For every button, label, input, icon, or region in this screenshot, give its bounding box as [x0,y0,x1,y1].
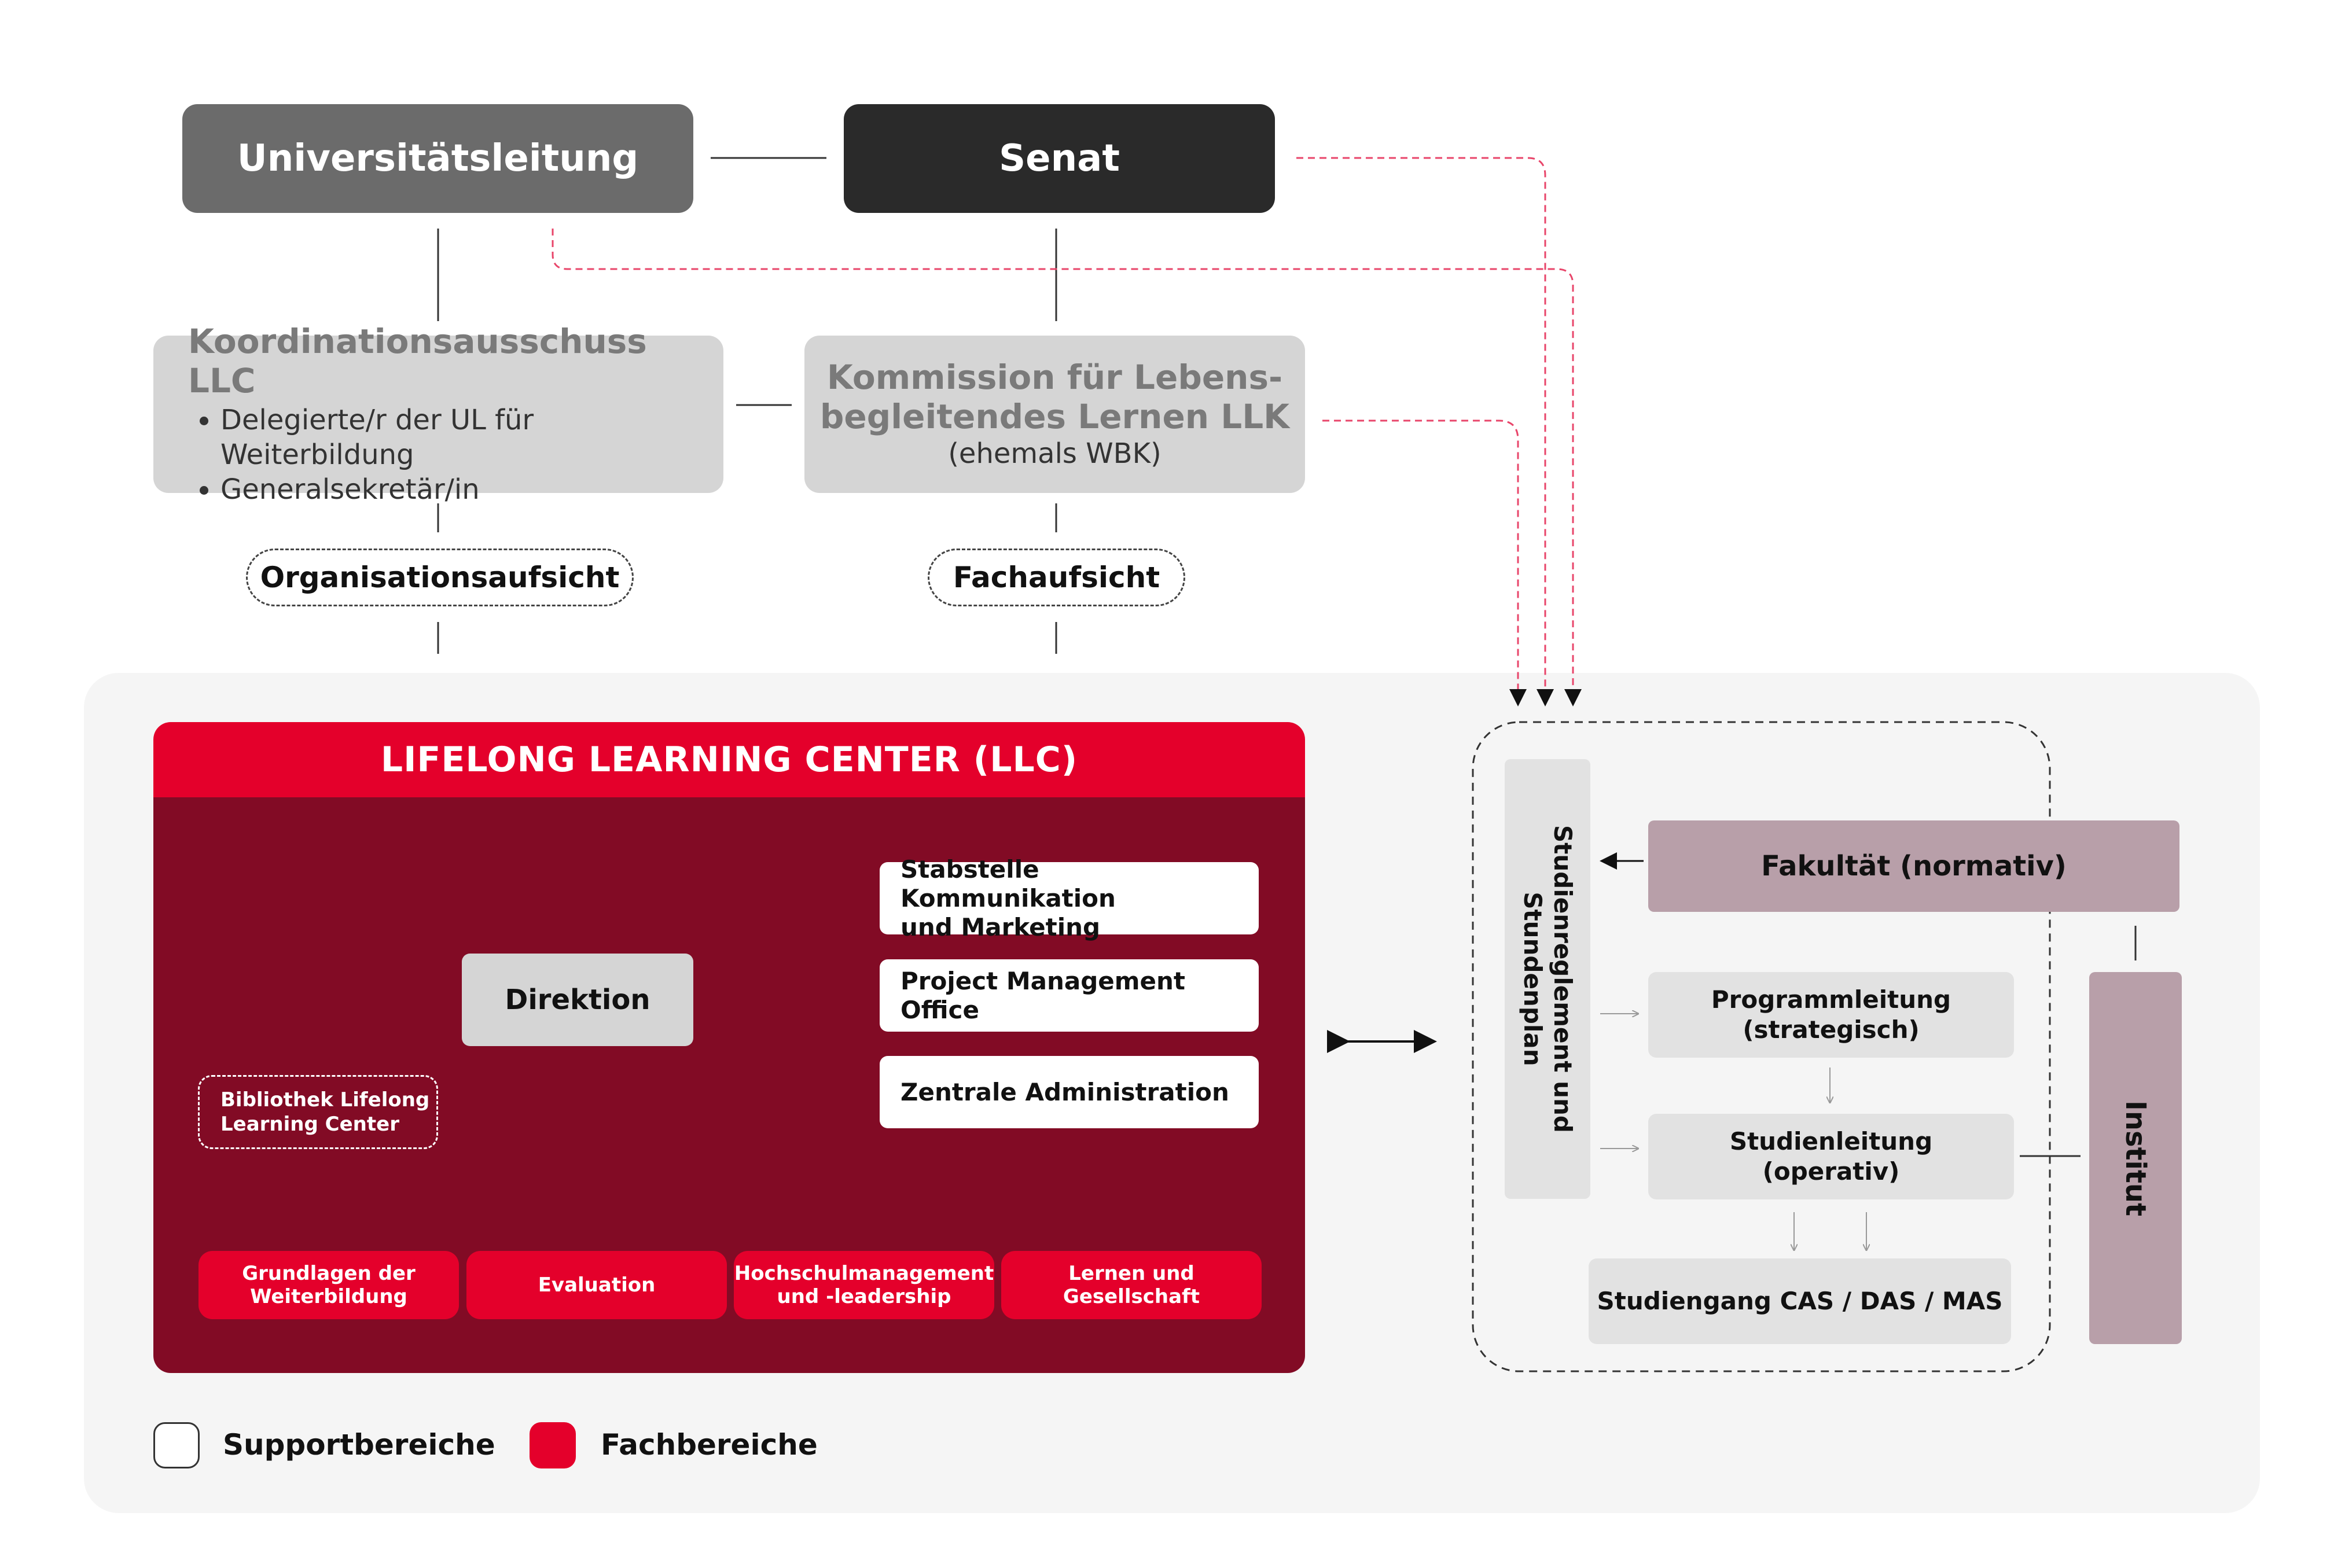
studienreglement-line1: Studienreglement und [1549,825,1577,1133]
node-institut: Institut [2089,972,2182,1344]
kommission-title-line1: Kommission für Lebens- [826,358,1283,397]
label-organisationsaufsicht: Organisationsaufsicht [246,549,634,606]
hochschul-line2: und -leadership [777,1285,951,1308]
node-project-management-office: Project Management Office [880,959,1259,1032]
node-fach-evaluation: Evaluation [466,1251,727,1319]
institut-label: Institut [2119,1100,2152,1216]
node-bibliothek: Bibliothek Lifelong Learning Center [198,1075,438,1149]
legend-support-swatch [153,1422,200,1468]
pmo-line1: Project Management [900,966,1185,995]
bibliothek-line2: Learning Center [220,1113,399,1136]
studienreglement-line2: Stundenplan [1519,892,1547,1066]
pmo-line2: Office [900,995,979,1024]
universitaetsleitung-label: Universitätsleitung [237,137,639,180]
legend-support-label: Supportbereiche [223,1428,495,1462]
legend-fach-label: Fachbereiche [601,1428,818,1462]
koordinationsausschuss-title: Koordinationsausschuss LLC [188,322,647,400]
studiengang-label: Studiengang CAS / DAS / MAS [1597,1287,2003,1315]
node-programmleitung: Programmleitung (strategisch) [1648,972,2014,1058]
node-fakultaet: Fakultät (normativ) [1648,820,2179,912]
studienleitung-line2: (operativ) [1762,1157,1900,1186]
node-studienreglement: Studienreglement und Stundenplan [1505,759,1590,1199]
node-studienleitung: Studienleitung (operativ) [1648,1114,2014,1199]
direktion-label: Direktion [505,984,650,1016]
studienreglement-text: Studienreglement und Stundenplan [1517,825,1578,1133]
grundlagen-line2: Weiterbildung [250,1285,407,1308]
zentrale-administration-label: Zentrale Administration [900,1077,1229,1106]
node-fach-grundlagen: Grundlagen der Weiterbildung [199,1251,459,1319]
stabstelle-line2: und Marketing [900,912,1101,941]
kommission-title-line2: begleitendes Lernen LLK [819,397,1290,436]
label-fachaufsicht: Fachaufsicht [928,549,1185,606]
list-item: Generalsekretär/in [220,472,723,507]
organisationsaufsicht-text: Organisationsaufsicht [260,561,620,594]
kommission-subtitle: (ehemals WBK) [948,437,1162,470]
node-universitaetsleitung: Universitätsleitung [182,104,693,213]
lernen-label: Lernen und Gesellschaft [1063,1262,1200,1308]
evaluation-label: Evaluation [538,1273,656,1297]
node-fach-hochschulmanagement: Hochschulmanagement und -leadership [734,1251,994,1319]
programmleitung-line2: (strategisch) [1743,1015,1920,1044]
stabstelle-line1: Stabstelle Kommunikation [900,855,1116,912]
node-koordinationsausschuss: Koordinationsausschuss LLC Delegierte/r … [153,322,723,506]
node-studiengang: Studiengang CAS / DAS / MAS [1589,1258,2011,1344]
grundlagen-line1: Grundlagen der [242,1262,416,1285]
koordinationsausschuss-list: Delegierte/r der UL für Weiterbildung Ge… [188,403,723,507]
senat-label: Senat [999,137,1120,180]
fachaufsicht-text: Fachaufsicht [953,561,1160,594]
node-zentrale-administration: Zentrale Administration [880,1056,1259,1128]
node-direktion: Direktion [462,954,693,1046]
llc-title: LIFELONG LEARNING CENTER (LLC) [380,739,1078,780]
legend-fach-swatch [530,1422,576,1468]
node-stabstelle: Stabstelle Kommunikation und Marketing [880,855,1259,941]
list-item: Delegierte/r der UL für Weiterbildung [220,403,723,472]
programmleitung-line1: Programmleitung [1711,985,1951,1014]
llc-header: LIFELONG LEARNING CENTER (LLC) [153,722,1305,797]
bibliothek-line1: Bibliothek Lifelong [220,1088,430,1111]
node-senat: Senat [844,104,1275,213]
fakultaet-label: Fakultät (normativ) [1761,850,2067,882]
node-fach-lernen-gesellschaft: Lernen und Gesellschaft [1001,1251,1262,1319]
studienleitung-line1: Studienleitung [1729,1127,1933,1155]
node-kommission-llk: Kommission für Lebens- begleitendes Lern… [804,336,1305,493]
hochschul-line1: Hochschulmanagement [734,1262,994,1285]
